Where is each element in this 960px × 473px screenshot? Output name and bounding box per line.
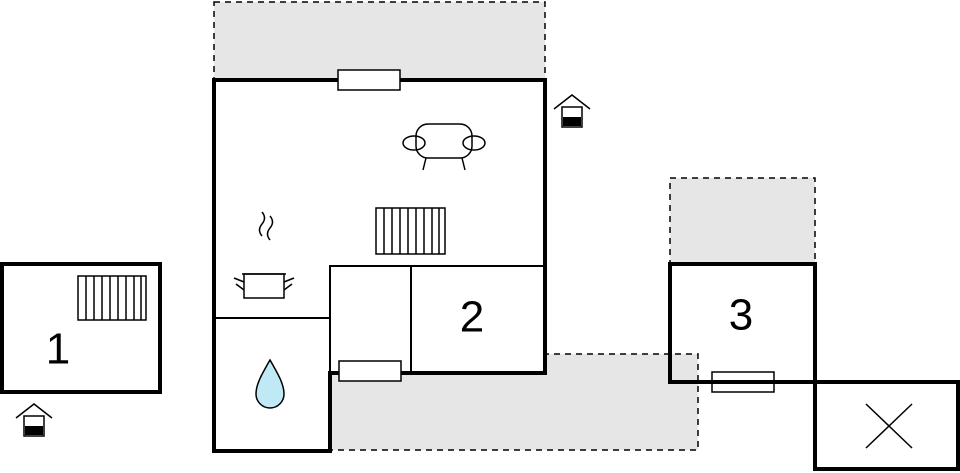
radiator-icon-room-2 — [375, 207, 446, 255]
window-icon-top — [337, 69, 401, 91]
sofa-icon — [402, 123, 486, 171]
cooking-pot-icon — [233, 211, 295, 299]
room-1-walls — [0, 262, 162, 394]
room-2-inner-wall — [329, 265, 545, 373]
room-label-2: 2 — [460, 293, 484, 342]
cross-icon — [865, 403, 913, 449]
radiator-icon — [77, 275, 147, 321]
entrance-icon-main — [553, 94, 591, 128]
room-label-1: 1 — [46, 325, 70, 374]
terrace-area-top — [213, 1, 546, 81]
room-3-walls — [668, 262, 817, 384]
window-icon-middle — [338, 360, 402, 382]
storage-room-walls — [813, 380, 960, 471]
room-label-3: 3 — [729, 291, 753, 340]
water-drop-icon — [255, 358, 285, 409]
terrace-area-right — [669, 177, 816, 265]
entrance-icon — [15, 403, 53, 437]
